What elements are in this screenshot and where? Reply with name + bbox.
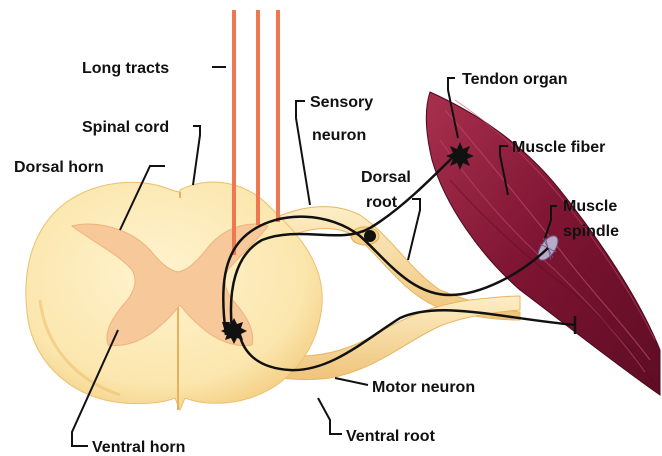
label-dorsal-horn: Dorsal horn	[14, 159, 104, 176]
label-muscle-fiber: Muscle fiber	[512, 139, 605, 156]
label-ventral-root: Ventral root	[346, 428, 436, 445]
label-muscle-spindle-2: spindle	[563, 223, 619, 240]
label-long-tracts: Long tracts	[82, 60, 169, 77]
label-sensory-neuron-2: neuron	[312, 127, 366, 144]
label-ventral-horn: Ventral horn	[92, 439, 185, 456]
tendon-organ	[446, 142, 474, 170]
label-tendon-organ: Tendon organ	[462, 71, 567, 88]
label-dorsal-root-1: Dorsal	[361, 169, 411, 186]
label-muscle-spindle-1: Muscle	[563, 198, 617, 215]
label-motor-neuron: Motor neuron	[372, 379, 475, 396]
label-spinal-cord: Spinal cord	[82, 119, 169, 136]
label-dorsal-root-2: root	[366, 194, 398, 211]
label-sensory-neuron-1: Sensory	[310, 94, 373, 111]
